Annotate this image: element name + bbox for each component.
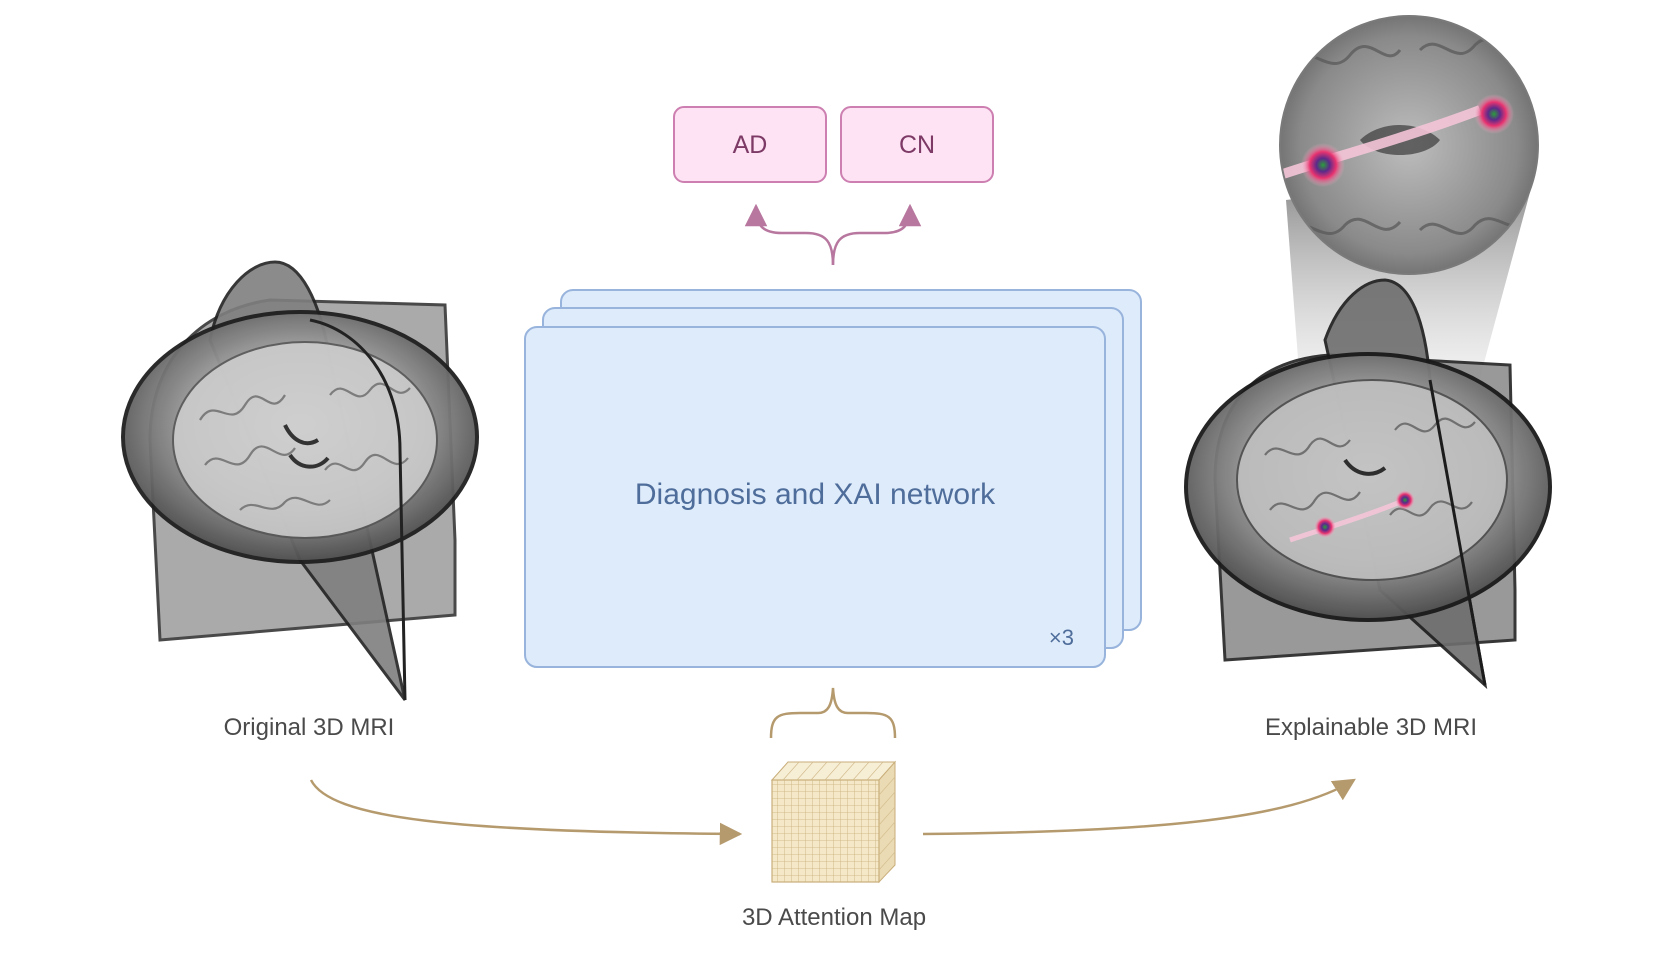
caption-original-mri: Original 3D MRI: [224, 714, 395, 741]
caption-attention-map: 3D Attention Map: [742, 904, 926, 931]
voxel-grid-cube-icon: [770, 760, 897, 884]
attention-brace: [769, 687, 897, 739]
arrow-to-ad: [744, 203, 835, 266]
network-repeat-label: ×3: [1049, 625, 1074, 650]
arrow-attention-to-explainable: [922, 778, 1356, 836]
brain-mri-3d-slices-icon: [121, 260, 479, 701]
magnified-heatmap-icon: [1279, 15, 1539, 275]
class-box-ad[interactable]: AD: [673, 106, 827, 183]
class-label-cn: CN: [899, 131, 935, 159]
network-title: Diagnosis and XAI network: [635, 478, 996, 511]
network-layer-front[interactable]: [524, 326, 1106, 668]
arrow-to-cn: [831, 203, 922, 266]
class-box-cn[interactable]: CN: [840, 106, 994, 183]
network-stack: Diagnosis and XAI network ×3: [524, 289, 1142, 668]
attention-cube[interactable]: [770, 760, 897, 884]
arrow-mri-to-attention: [309, 779, 743, 846]
caption-explainable-mri: Explainable 3D MRI: [1265, 714, 1477, 741]
class-label-ad: AD: [733, 131, 768, 159]
brain-mri-3d-heatmap-icon: [1184, 278, 1552, 690]
output-brace-arrows: [744, 203, 922, 266]
output-classes: AD CN: [673, 106, 994, 183]
